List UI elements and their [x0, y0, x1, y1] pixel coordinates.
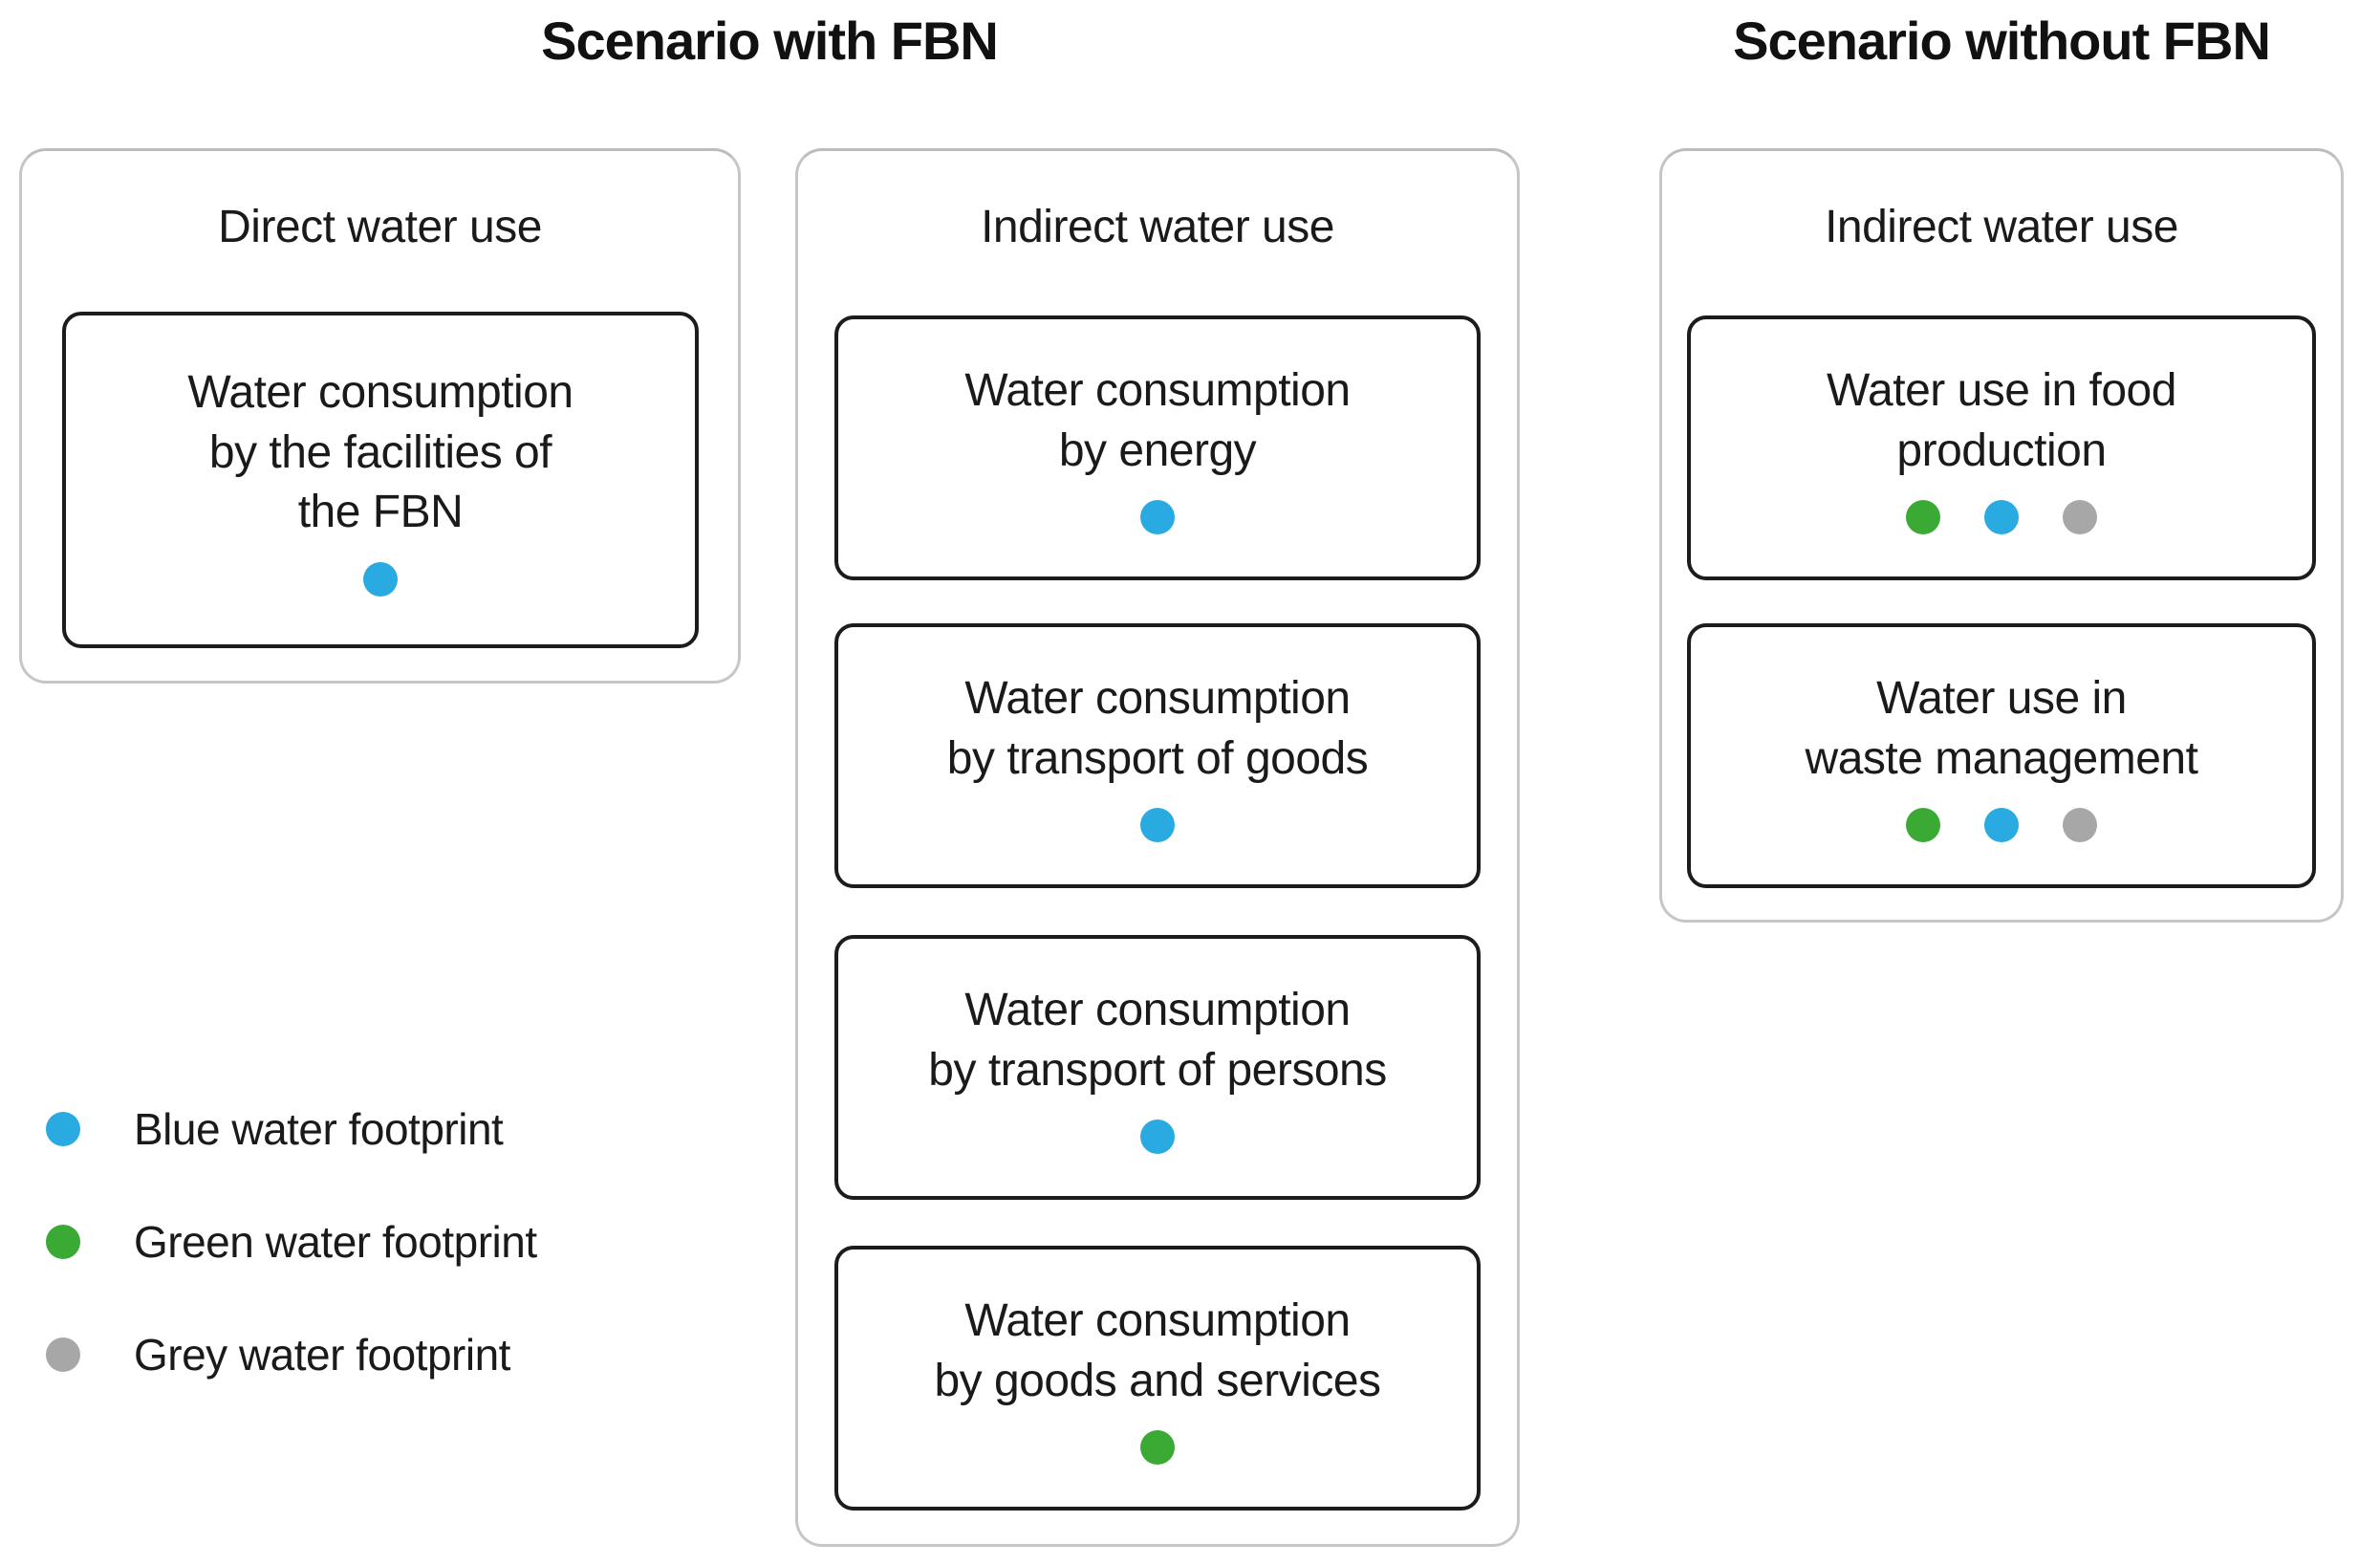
box-water-consumption-transport-goods: Water consumption by transport of goods	[834, 623, 1481, 888]
grey-dot-icon	[46, 1337, 80, 1372]
blue-dot-icon	[1140, 499, 1175, 534]
green-dot-icon	[1906, 807, 1940, 842]
box-label-line: Water consumption	[964, 673, 1351, 725]
grey-dot-icon	[2063, 499, 2097, 534]
blue-dot-icon	[363, 561, 398, 597]
legend-dot-holder	[46, 1337, 80, 1372]
box-water-use-food-production: Water use in food production	[1687, 315, 2316, 580]
box-water-consumption-facilities-fbn: Water consumption by the facilities of t…	[62, 312, 699, 648]
box-label-line: Water use in	[1876, 673, 2127, 725]
footprint-dots	[1140, 1429, 1175, 1465]
box-label-line: by energy	[1058, 424, 1257, 476]
box-water-use-waste-management: Water use in waste management	[1687, 623, 2316, 888]
footprint-dots	[1140, 1119, 1175, 1154]
panel-direct-water-use: Direct water use Water consumption by th…	[19, 148, 741, 684]
box-label: Water use in waste management	[1806, 669, 2198, 789]
green-dot-icon	[46, 1225, 80, 1259]
green-dot-icon	[1906, 499, 1940, 534]
box-label-line: by transport of persons	[928, 1044, 1387, 1096]
box-label-line: Water consumption	[964, 985, 1351, 1036]
box-water-consumption-transport-persons: Water consumption by transport of person…	[834, 935, 1481, 1200]
panel-heading-indirect-with: Indirect water use	[981, 202, 1334, 252]
blue-dot-icon	[1140, 807, 1175, 842]
box-label-line: waste management	[1805, 732, 2198, 784]
box-label: Water consumption by transport of goods	[946, 669, 1369, 789]
box-label: Water consumption by energy	[964, 361, 1351, 481]
panel-indirect-water-use-with-fbn: Indirect water use Water consumption by …	[795, 148, 1520, 1547]
footprint-dots	[1906, 807, 2097, 842]
box-label: Water consumption by goods and services	[934, 1292, 1381, 1411]
blue-dot-icon	[46, 1112, 80, 1146]
legend: Blue water footprint Green water footpri…	[46, 1103, 537, 1380]
blue-dot-icon	[1140, 1119, 1175, 1154]
footprint-dots	[1140, 499, 1175, 534]
title-scenario-with-fbn: Scenario with FBN	[541, 11, 999, 71]
box-label: Water consumption by the facilities of t…	[187, 363, 573, 542]
blue-dot-icon	[1984, 499, 2019, 534]
panel-heading-indirect-without: Indirect water use	[1825, 202, 2178, 252]
box-label-line: the FBN	[297, 487, 464, 538]
box-label-line: Water consumption	[964, 1295, 1351, 1347]
footprint-dots	[363, 561, 398, 597]
legend-dot-holder	[46, 1112, 80, 1146]
box-label-line: by the facilities of	[208, 426, 552, 478]
box-label: Water use in food production	[1827, 361, 2176, 481]
title-scenario-without-fbn: Scenario without FBN	[1733, 11, 2271, 71]
box-water-consumption-goods-services: Water consumption by goods and services	[834, 1246, 1481, 1511]
legend-item-grey: Grey water footprint	[46, 1329, 537, 1380]
grey-dot-icon	[2063, 807, 2097, 842]
legend-label: Green water footprint	[134, 1217, 537, 1267]
box-label-line: by transport of goods	[946, 732, 1369, 784]
footprint-dots	[1140, 807, 1175, 842]
legend-item-blue: Blue water footprint	[46, 1103, 537, 1155]
legend-label: Grey water footprint	[134, 1330, 510, 1380]
box-label-line: Water use in food	[1827, 365, 2176, 417]
legend-dot-holder	[46, 1225, 80, 1259]
box-label-line: Water consumption	[187, 367, 573, 419]
box-label-line: Water consumption	[964, 365, 1351, 417]
footprint-dots	[1906, 499, 2097, 534]
panel-heading-direct: Direct water use	[218, 202, 542, 252]
legend-item-green: Green water footprint	[46, 1216, 537, 1268]
panel-indirect-water-use-without-fbn: Indirect water use Water use in food pro…	[1659, 148, 2344, 923]
green-dot-icon	[1140, 1429, 1175, 1465]
box-label-line: production	[1896, 424, 2107, 476]
blue-dot-icon	[1984, 807, 2019, 842]
box-label: Water consumption by transport of person…	[928, 981, 1387, 1100]
legend-label: Blue water footprint	[134, 1104, 504, 1154]
box-water-consumption-energy: Water consumption by energy	[834, 315, 1481, 580]
box-label-line: by goods and services	[934, 1355, 1381, 1406]
